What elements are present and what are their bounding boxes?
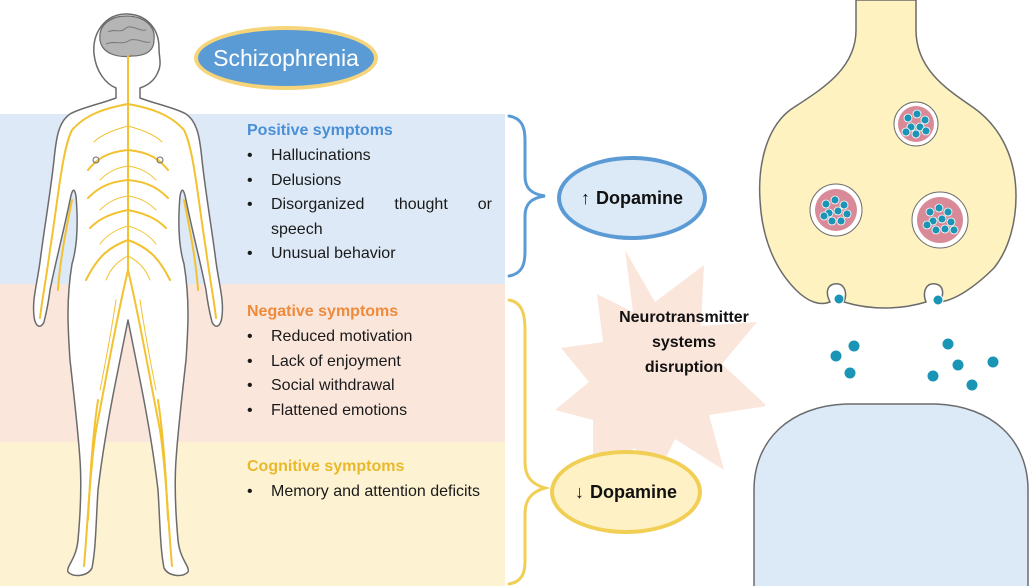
positive-brace (507, 114, 546, 278)
negative-symptoms-heading: Negative symptoms (247, 303, 399, 320)
negative-cognitive-brace (507, 298, 551, 586)
disruption-label: Neurotransmitter systems disruption (596, 305, 772, 380)
dopamine-decrease-badge: ↓ Dopamine (550, 450, 702, 534)
human-nervous-system-illustration (32, 13, 224, 577)
vesicle (893, 101, 939, 147)
down-arrow-icon: ↓ (574, 481, 584, 502)
list-item: Delusions (247, 169, 492, 194)
negative-symptoms-list: Reduced motivation Lack of enjoyment Soc… (247, 325, 492, 423)
disruption-line: Neurotransmitter (619, 309, 749, 326)
synapse-illustration (753, 0, 1029, 586)
negative-symptoms-section: Negative symptoms Reduced motivation Lac… (247, 303, 492, 423)
list-item: Flattened emotions (247, 399, 492, 424)
up-arrow-icon: ↑ (580, 187, 590, 208)
list-item: Unusual behavior (247, 242, 492, 267)
released-neurotransmitters (829, 293, 1000, 392)
positive-symptoms-heading: Positive symptoms (247, 122, 393, 139)
schizophrenia-title: Schizophrenia (194, 26, 378, 90)
list-item: Lack of enjoyment (247, 350, 492, 375)
positive-symptoms-section: Positive symptoms Hallucinations Delusio… (247, 122, 492, 267)
dopamine-up-label: Dopamine (595, 187, 683, 208)
cognitive-symptoms-section: Cognitive symptoms Memory and attention … (247, 458, 492, 505)
list-item: Memory and attention deficits (247, 480, 492, 505)
list-item: Disorganized thought or speech (247, 193, 492, 242)
list-item: Reduced motivation (247, 325, 492, 350)
list-item: Social withdrawal (247, 374, 492, 399)
postsynaptic-membrane (753, 403, 1029, 586)
list-item: Hallucinations (247, 144, 492, 169)
cognitive-symptoms-heading: Cognitive symptoms (247, 458, 405, 475)
disruption-line: disruption (644, 359, 724, 376)
positive-symptoms-list: Hallucinations Delusions Disorganized th… (247, 144, 492, 267)
vesicle (911, 191, 969, 249)
presynaptic-terminal (758, 0, 1017, 309)
braces-and-burst (507, 114, 765, 586)
disruption-line: systems (651, 334, 717, 351)
dopamine-down-label: Dopamine (589, 481, 677, 502)
disruption-starburst (555, 250, 765, 484)
cognitive-symptoms-list: Memory and attention deficits (247, 480, 492, 505)
vesicle (809, 183, 863, 237)
dopamine-increase-badge: ↑ Dopamine (557, 156, 707, 240)
